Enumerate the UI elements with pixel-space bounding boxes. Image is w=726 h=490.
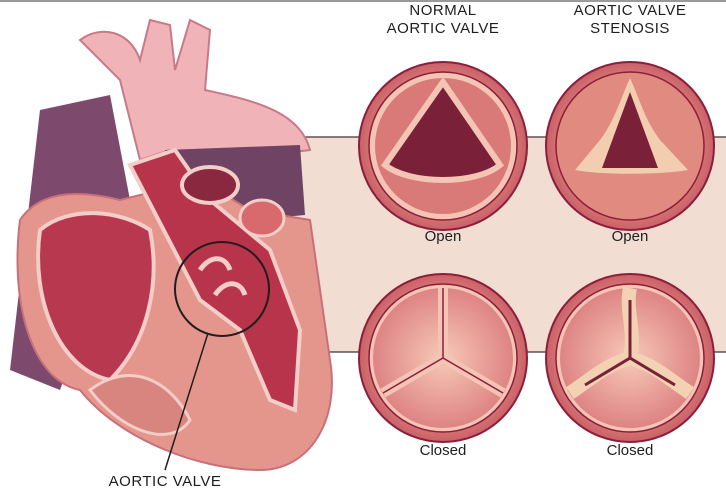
header-normal-line1: NORMAL <box>409 2 477 19</box>
label-normal-closed: Closed <box>419 442 467 459</box>
header-stenosis: AORTIC VALVE STENOSIS <box>540 2 720 38</box>
label-stenosis-open: Open <box>611 228 649 245</box>
valve-normal-closed <box>358 273 528 443</box>
valve-highlight-circle <box>174 241 270 337</box>
header-normal: NORMAL AORTIC VALVE <box>353 2 533 38</box>
header-stenosis-line1: AORTIC VALVE <box>573 2 687 19</box>
header-stenosis-line2: STENOSIS <box>590 20 670 37</box>
callout-line <box>164 332 209 471</box>
valve-normal-open <box>358 61 528 231</box>
header-normal-line2: AORTIC VALVE <box>386 20 500 37</box>
heart-illustration <box>10 18 333 472</box>
label-stenosis-closed: Closed <box>606 442 654 459</box>
valve-stenosis-open <box>545 61 715 231</box>
top-border <box>0 0 726 2</box>
valve-stenosis-closed <box>545 273 715 443</box>
label-normal-open: Open <box>424 228 462 245</box>
label-aortic-valve-callout: AORTIC VALVE <box>108 473 222 490</box>
